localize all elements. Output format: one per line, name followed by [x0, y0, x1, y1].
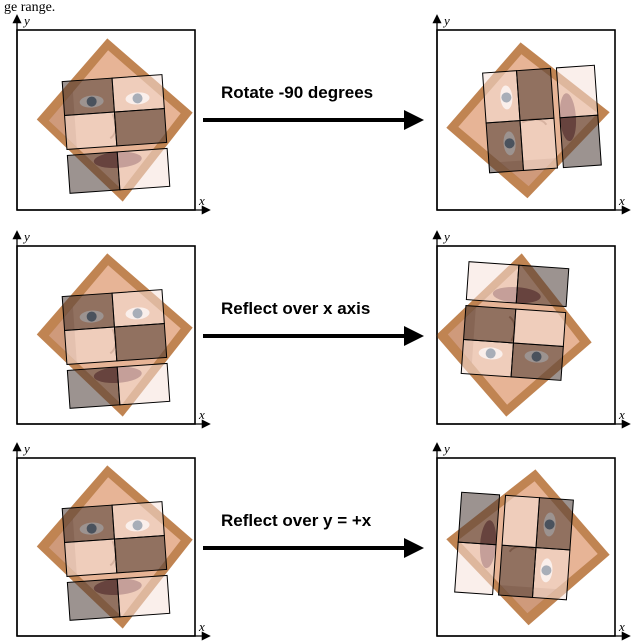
grid-cell — [512, 308, 567, 348]
grid-cell — [515, 264, 570, 308]
grid-cell — [113, 107, 168, 147]
face-photo — [36, 465, 193, 629]
grid-cell — [116, 147, 171, 191]
grid-cell — [64, 111, 118, 150]
grid-cell — [111, 501, 165, 540]
grid-cell — [510, 342, 564, 381]
x-axis-label: x — [198, 407, 205, 422]
grid-cell — [555, 64, 599, 119]
right-panel: yx — [432, 229, 631, 429]
x-axis-label: x — [198, 193, 205, 208]
grid-cell — [535, 497, 574, 551]
face-photo — [36, 253, 193, 417]
grid-cell — [501, 494, 541, 549]
right-panel: yx — [432, 441, 631, 641]
face-photo — [435, 253, 592, 417]
grid-cell — [116, 362, 171, 406]
y-axis-label: y — [22, 13, 30, 28]
left-panel: yx — [12, 229, 211, 429]
left-panel: yx — [12, 13, 211, 215]
grid-cell — [498, 544, 537, 598]
grid-cell — [559, 114, 602, 169]
face-photo — [446, 469, 610, 626]
grid-cell — [454, 541, 497, 596]
face-photo — [36, 38, 193, 202]
x-axis-label: x — [618, 407, 625, 422]
grid-cell — [463, 305, 517, 344]
grid-cell — [111, 289, 165, 328]
y-axis-label: y — [442, 441, 450, 456]
caption-partial: ge range. — [4, 0, 55, 15]
grid-cell — [64, 326, 118, 365]
right-panel: yx — [432, 13, 631, 215]
x-axis-label: x — [618, 193, 625, 208]
grid-cell — [113, 534, 168, 574]
y-axis-label: y — [442, 13, 450, 28]
x-axis-label: x — [198, 619, 205, 634]
grid-cell — [460, 338, 514, 378]
grid-cell — [66, 366, 121, 409]
left-panel: yx — [12, 441, 211, 641]
operation-label: Rotate -90 degrees — [221, 83, 373, 102]
face-photo — [446, 42, 610, 199]
grid-cell — [116, 574, 171, 618]
grid-cell — [519, 117, 558, 171]
grid-cell — [66, 578, 121, 621]
grid-cell — [482, 70, 521, 124]
grid-cell — [64, 538, 118, 577]
y-axis-label: y — [442, 229, 450, 244]
grid-cell — [61, 504, 115, 544]
operation-label: Reflect over y = +x — [221, 511, 372, 530]
grid-cell — [61, 292, 115, 332]
grid-cell — [465, 261, 520, 304]
grid-cell — [111, 74, 165, 113]
y-axis-label: y — [22, 229, 30, 244]
operation-label: Reflect over x axis — [221, 299, 370, 318]
grid-cell — [531, 547, 571, 601]
grid-cell — [485, 120, 525, 174]
grid-cell — [457, 491, 501, 546]
grid-cell — [61, 77, 115, 117]
grid-cell — [113, 322, 168, 362]
grid-cell — [66, 151, 121, 194]
x-axis-label: x — [618, 619, 625, 634]
y-axis-label: y — [22, 441, 30, 456]
grid-cell — [515, 67, 555, 122]
